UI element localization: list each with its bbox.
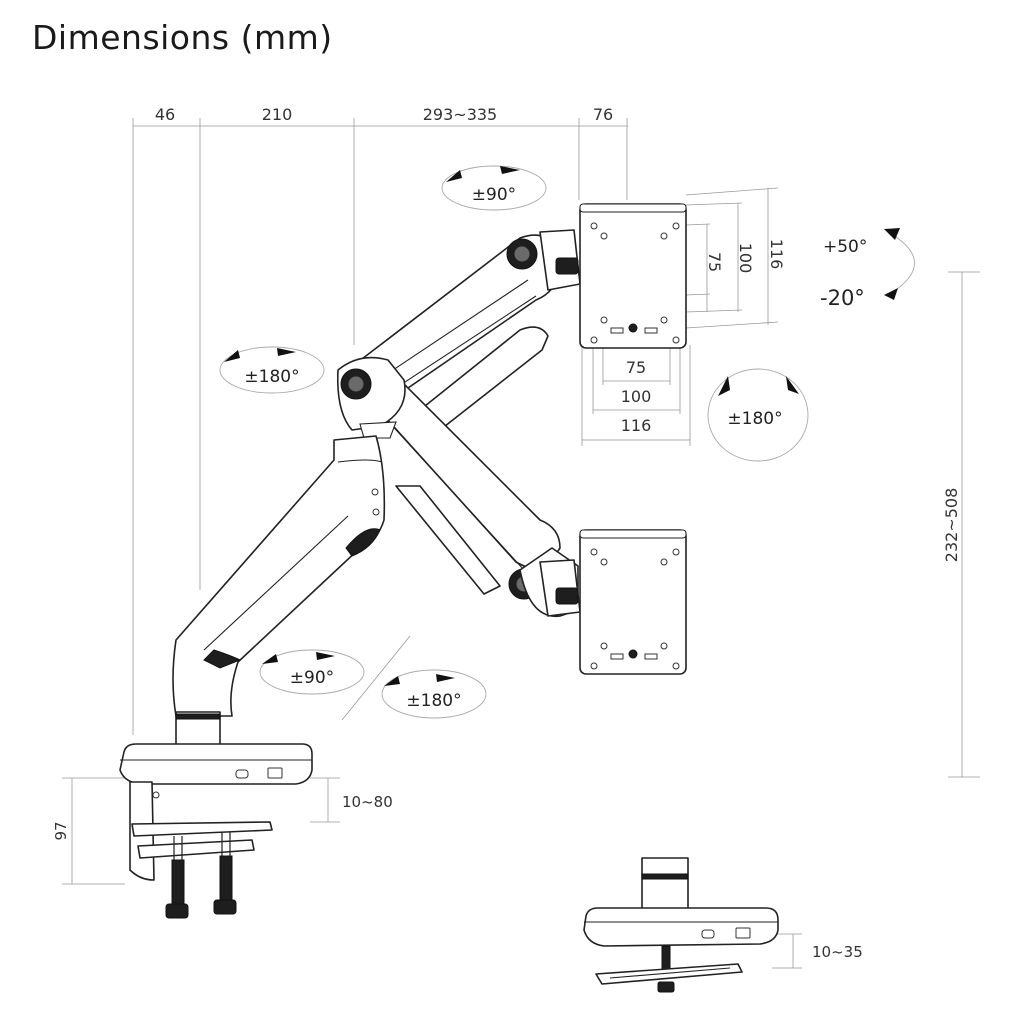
main-arm bbox=[172, 435, 386, 717]
rotation-screen: ±180° bbox=[727, 409, 782, 429]
vesa-plate-bottom bbox=[579, 529, 687, 675]
upper-arm bbox=[343, 229, 581, 431]
dim-vesa-v-75: 75 bbox=[705, 252, 724, 272]
dim-vesa-v-100: 100 bbox=[736, 243, 755, 274]
dim-vesa-h-100: 100 bbox=[621, 387, 652, 406]
rotation-base-swivel: ±90° bbox=[290, 668, 334, 688]
dim-46: 46 bbox=[155, 105, 175, 124]
lower-arm bbox=[365, 379, 581, 618]
dim-vesa-v-116: 116 bbox=[767, 239, 786, 270]
grommet-base bbox=[583, 857, 779, 993]
rotation-arc-arm bbox=[219, 346, 325, 394]
height-range-lines bbox=[948, 271, 980, 778]
dim-293-335: 293~335 bbox=[423, 105, 497, 124]
dim-210: 210 bbox=[262, 105, 293, 124]
dim-clamp-range: 10~80 bbox=[342, 793, 393, 811]
tilt-down: -20° bbox=[820, 286, 865, 310]
dim-vesa-h-116: 116 bbox=[621, 416, 652, 435]
elbow-joint bbox=[336, 356, 406, 439]
rotation-arc-head-swivel bbox=[441, 165, 547, 211]
dim-76: 76 bbox=[593, 105, 613, 124]
vesa-plate-top bbox=[579, 203, 687, 349]
rotation-base: ±180° bbox=[406, 691, 461, 711]
dim-clamp-height: 97 bbox=[52, 821, 70, 840]
rotation-arc-tilt bbox=[884, 228, 915, 300]
rotation-head-swivel: ±90° bbox=[472, 185, 516, 205]
page-title: Dimensions (mm) bbox=[32, 18, 333, 57]
rotation-arc-base bbox=[341, 635, 487, 721]
clamp-dimension-lines bbox=[62, 777, 340, 885]
grommet-dimension-lines bbox=[772, 933, 802, 969]
dim-height-range: 232~508 bbox=[942, 488, 961, 562]
monitor-arm-illustration bbox=[119, 203, 779, 993]
rotation-arm: ±180° bbox=[244, 367, 299, 387]
dim-grommet-range: 10~35 bbox=[812, 943, 863, 961]
tilt-up: +50° bbox=[823, 237, 867, 257]
rotation-arc-base-swivel bbox=[259, 649, 365, 695]
dim-vesa-h-75: 75 bbox=[626, 358, 646, 377]
rotation-arc-screen bbox=[707, 368, 809, 462]
vesa-dimension-lines bbox=[581, 187, 779, 446]
top-dimension-lines bbox=[132, 118, 628, 735]
clamp-base bbox=[119, 743, 313, 919]
